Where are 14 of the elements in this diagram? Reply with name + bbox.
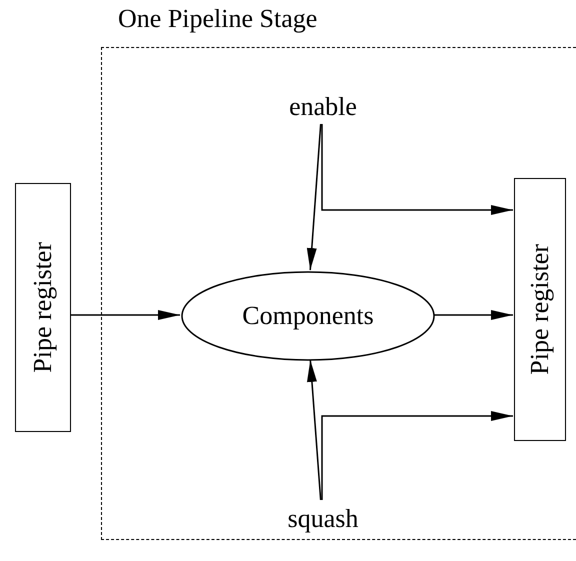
arrow xyxy=(321,411,513,500)
arrow xyxy=(306,360,322,500)
pipe-register-box xyxy=(514,178,566,441)
arrow xyxy=(321,124,513,215)
signal-label: squash xyxy=(288,504,358,534)
register-label: Pipe register xyxy=(28,242,58,373)
signal-label: enable xyxy=(289,92,357,122)
register-label: Pipe register xyxy=(525,244,555,375)
component-label: Components xyxy=(242,301,374,331)
stage-title: One Pipeline Stage xyxy=(118,4,318,34)
arrow xyxy=(71,310,180,320)
arrow xyxy=(306,124,322,270)
pipe-register-box xyxy=(15,183,71,432)
arrow xyxy=(434,310,513,320)
